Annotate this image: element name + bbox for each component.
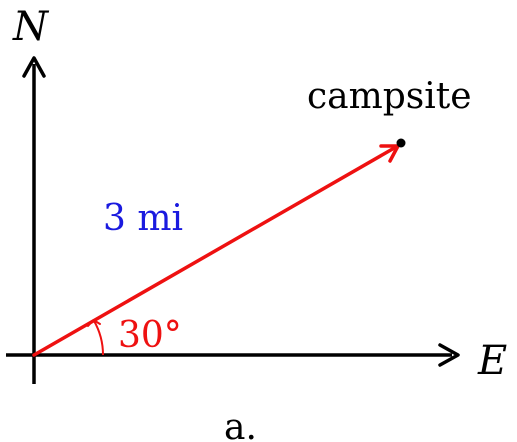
campsite-label: campsite	[307, 76, 472, 117]
east-axis-arrowhead	[438, 343, 460, 367]
north-axis-arrowhead	[22, 56, 46, 78]
campsite-point	[396, 138, 406, 148]
angle-label: 30°	[118, 315, 182, 356]
north-label: N	[12, 4, 50, 50]
magnitude-label: 3 mi	[103, 198, 183, 239]
angle-arc	[92, 320, 105, 356]
displacement-vector	[32, 145, 398, 357]
angle-arc-arrowhead	[87, 319, 101, 327]
east-label: E	[477, 338, 507, 384]
caption: a.	[224, 407, 257, 442]
